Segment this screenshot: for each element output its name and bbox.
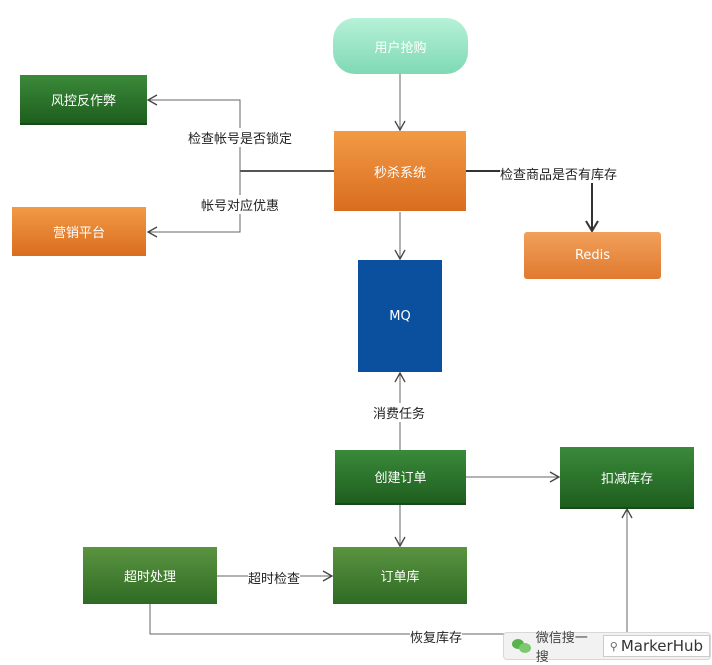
label-timeout-check: 超时检查 (248, 568, 301, 587)
label-check-locked: 检查帐号是否锁定 (188, 128, 293, 147)
edge-restore-stock (149, 507, 633, 635)
node-marketing: 营销平台 (12, 207, 146, 256)
watermark: 微信搜一搜 ⚲ MarkerHub (503, 631, 711, 665)
wechat-icon (512, 639, 531, 653)
node-user-buy: 用户抢购 (333, 18, 468, 74)
node-order-db: 订单库 (333, 547, 467, 604)
edge-to-risk (146, 94, 241, 171)
node-timeout-handle: 超时处理 (83, 547, 217, 604)
label-account-discount: 帐号对应优惠 (201, 195, 280, 214)
node-create-order: 创建订单 (335, 450, 466, 505)
node-seckill: 秒杀系统 (334, 131, 466, 211)
label-consume-task: 消费任务 (373, 403, 426, 422)
watermark-text: 微信搜一搜 (535, 631, 588, 665)
edge-to-marketing (146, 171, 241, 238)
label-restore-stock: 恢复库存 (410, 627, 463, 646)
node-risk-control: 风控反作弊 (20, 75, 147, 125)
watermark-brand: MarkerHub (620, 637, 703, 655)
label-check-stock: 检查商品是否有库存 (500, 164, 618, 183)
node-deduct-stock: 扣减库存 (560, 447, 694, 509)
search-icon: ⚲ (609, 639, 618, 653)
node-redis: Redis (524, 232, 661, 279)
watermark-search-box: ⚲ MarkerHub (602, 635, 710, 657)
node-mq: MQ (358, 260, 442, 372)
